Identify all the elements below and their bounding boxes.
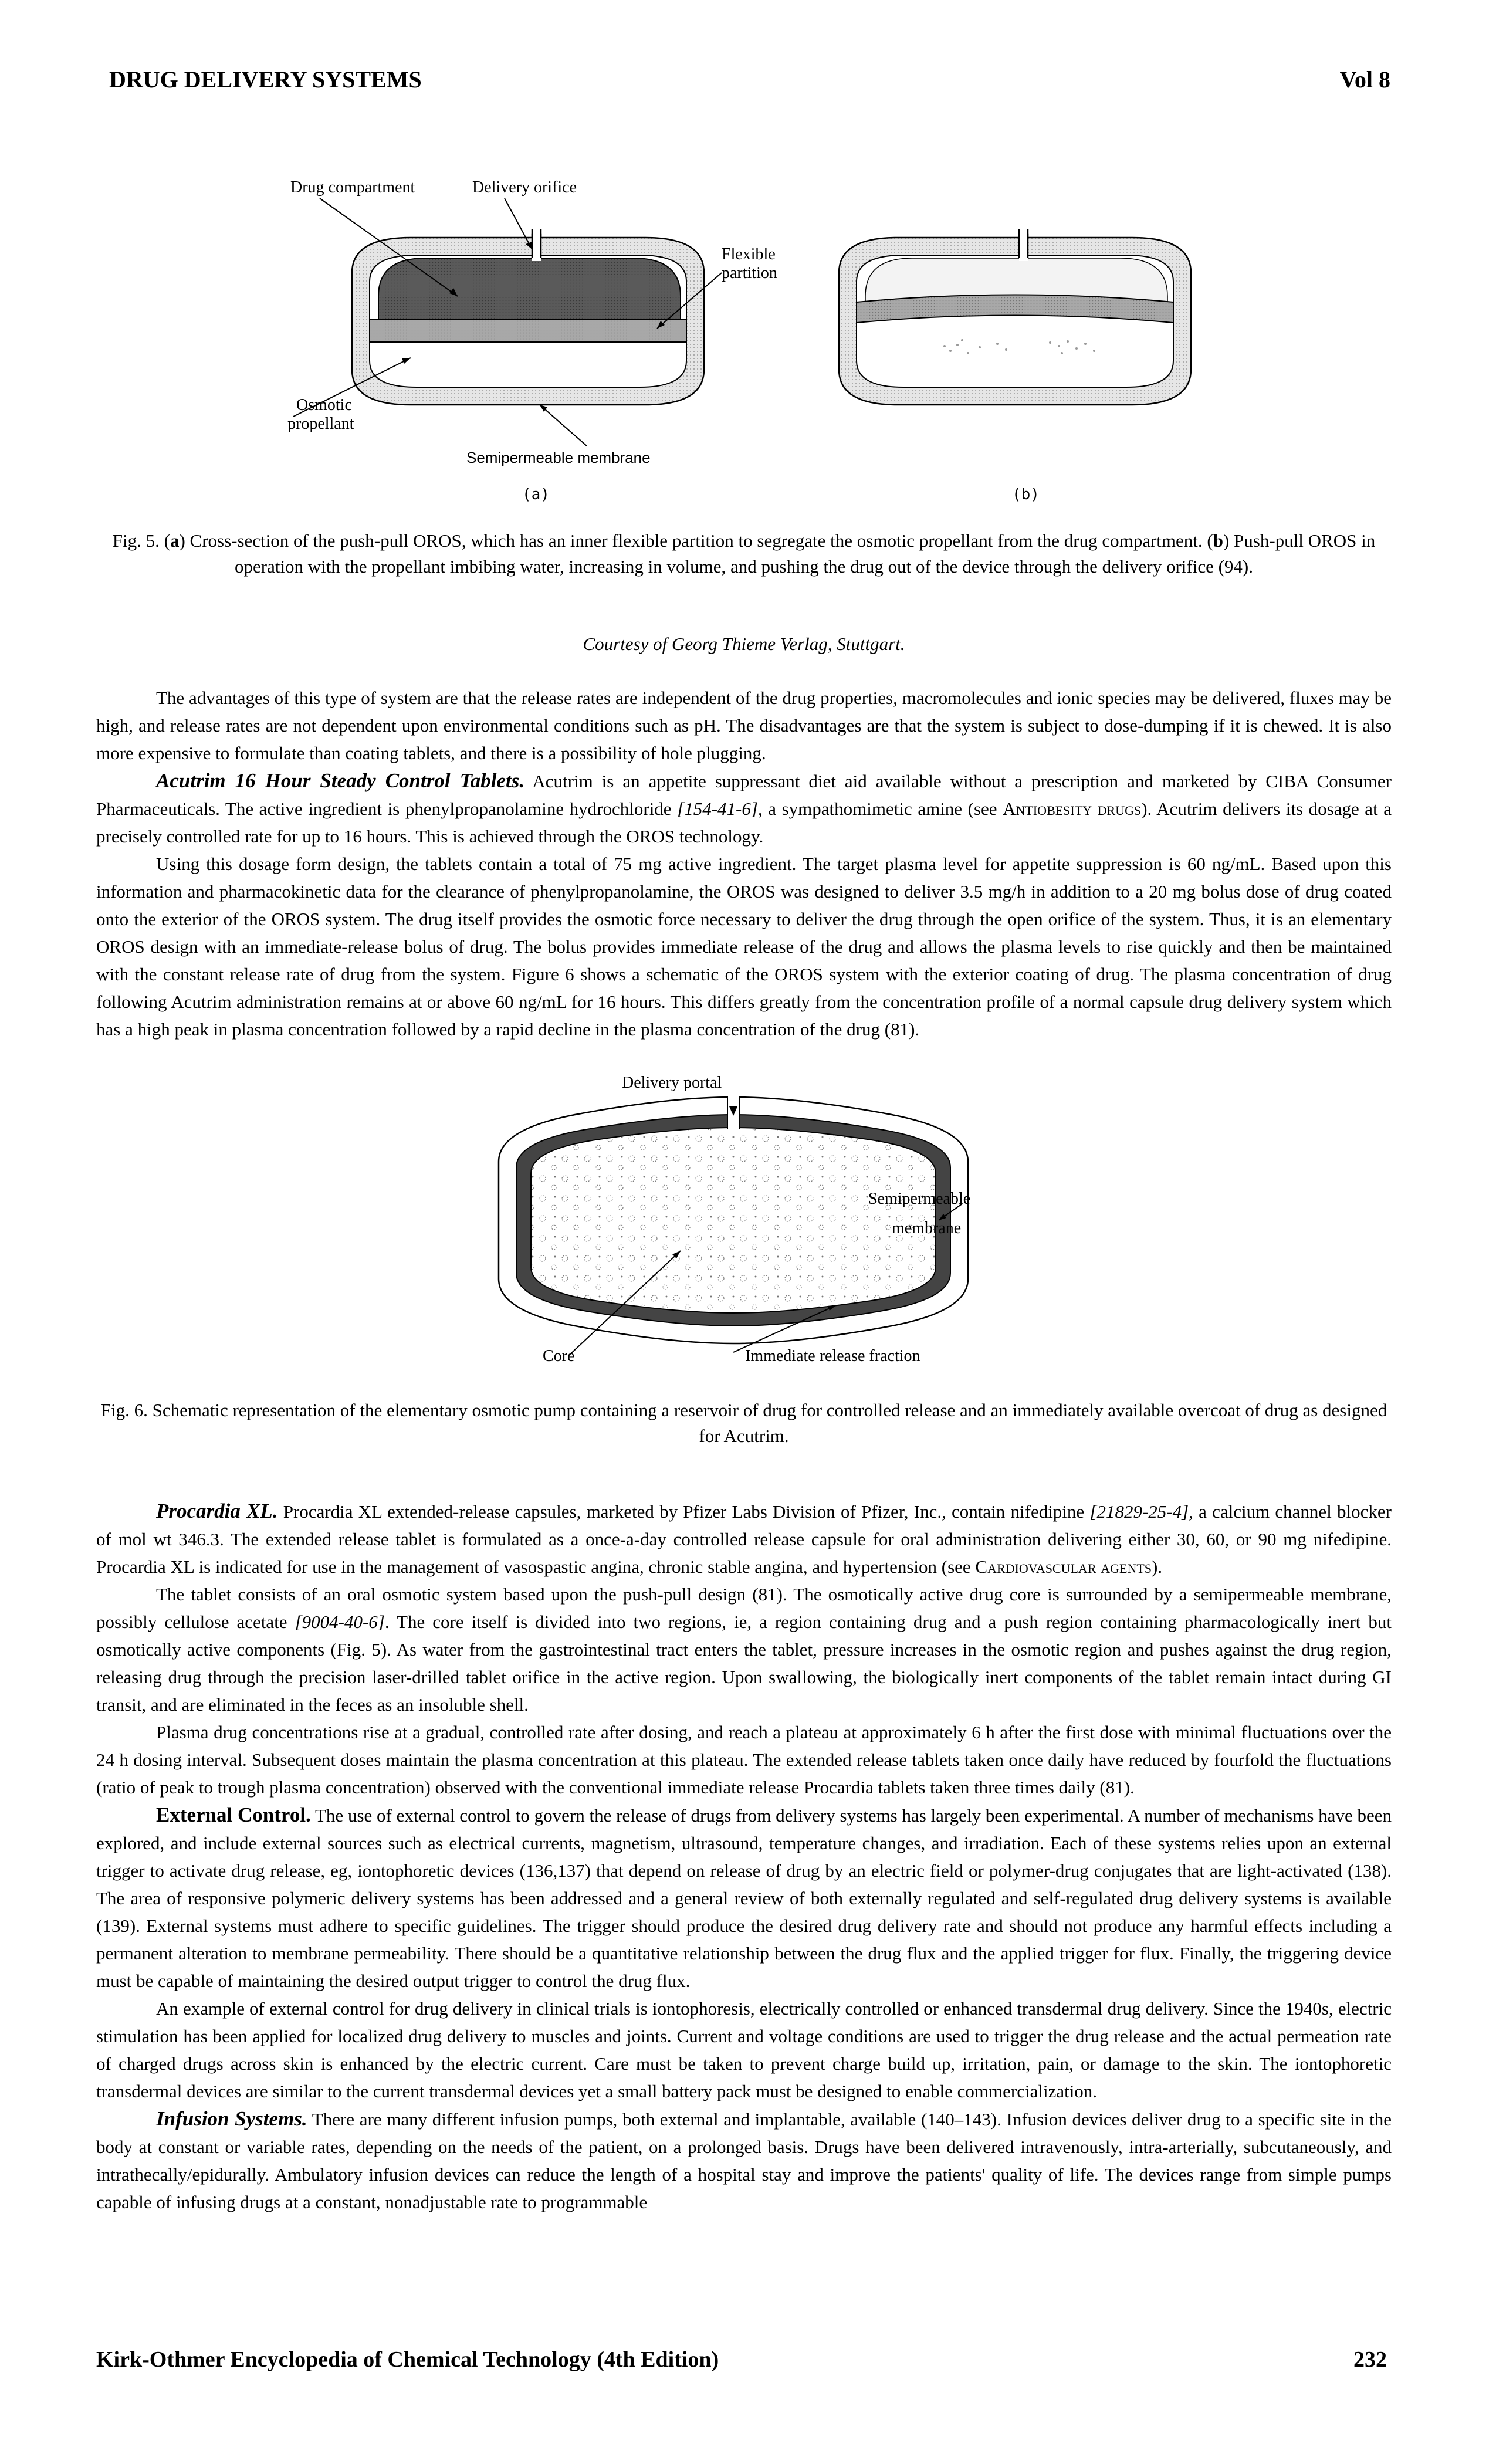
paragraph-procardia: Procardia XL. Procardia XL extended-rele… [96,1497,1392,1580]
acutrim-cas: [154-41-6] [677,798,758,819]
panel-label-a: (a) [522,486,550,503]
label-semipermeable-membrane: Semipermeable membrane [466,449,651,466]
label-flexible-partition-line2: partition [722,264,777,282]
procardia-cas: [21829-25-4] [1089,1501,1189,1522]
label-semipermeable-line1: Semipermeable [868,1190,971,1208]
procardia-text-1: Procardia XL extended-release capsules, … [277,1501,1090,1522]
heading-infusion-systems: Infusion Systems. [156,2107,307,2130]
caption-5-prefix: Fig. 5. ( [112,530,170,551]
paragraph-advantages: The advantages of this type of system ar… [96,688,1392,763]
heading-external-control: External Control. [156,1803,311,1826]
acutrim-text-1: Acutrim is an appetite suppressant diet … [96,771,1392,819]
text-block-1: The advantages of this type of system ar… [96,684,1392,1043]
device-a [351,229,705,406]
heading-procardia: Procardia XL. [156,1500,278,1522]
acutrim-text-2: , a sympathomimetic amine (see [757,798,1003,819]
procardia-tablet-text-1: The tablet consists of an oral osmotic s… [96,1584,1392,1632]
label-osmotic-propellant-line2: propellant [287,415,354,433]
running-head-title: DRUG DELIVERY SYSTEMS [109,66,422,93]
paragraph-acutrim: Acutrim 16 Hour Steady Control Tablets. … [96,767,1392,850]
procardia-text-3: ). [1152,1556,1163,1577]
paragraph-procardia-plasma: Plasma drug concentrations rise at a gra… [96,1722,1392,1798]
figure-5-credit: Courtesy of Georg Thieme Verlag, Stuttga… [583,634,905,654]
figure-5-caption: Fig. 5. (a) Cross-section of the push-pu… [96,528,1392,580]
caption-5-mid: ) Cross-section of the push-pull OROS, w… [179,530,1213,551]
procardia-tablet-text-2: . The core itself is divided into two re… [96,1612,1392,1715]
procardia-see-reference: Cardiovascular agents [975,1556,1152,1577]
acutrim-text-3: ). Acutrim delivers its dosage at a prec… [96,798,1392,847]
running-head-volume: Vol 8 [1339,66,1390,93]
paragraph-iontophoresis: An example of external control for drug … [96,1998,1392,2101]
footer-page-number: 232 [1353,2347,1387,2372]
label-immediate-release-fraction: Immediate release fraction [745,1347,920,1365]
device-b [838,229,1192,406]
figure-5-drawing [293,198,1192,446]
figure-6: Delivery portal Semipermeable membrane C… [493,1074,974,1379]
figure-6-caption: Fig. 6. Schematic representation of the … [100,1400,1387,1446]
caption-5-b: b [1213,530,1223,551]
paragraph-infusion: Infusion Systems. There are many differe… [96,2105,1392,2216]
label-delivery-portal: Delivery portal [622,1074,722,1092]
label-drug-compartment: Drug compartment [290,178,415,197]
text-block-2: Procardia XL. Procardia XL extended-rele… [96,1497,1392,2216]
paragraph-procardia-tablet: The tablet consists of an oral osmotic s… [96,1580,1392,1718]
panel-label-b: (b) [1012,486,1040,503]
heading-acutrim: Acutrim 16 Hour Steady Control Tablets. [156,769,525,792]
label-core: Core [543,1347,575,1365]
procardia-tablet-cas: [9004-40-6] [295,1612,385,1632]
label-semipermeable-line2: membrane [892,1219,962,1237]
figure-5: Drug compartment Delivery orifice Flexib… [270,170,1209,510]
paragraph-external-control: External Control. The use of external co… [96,1801,1392,1995]
external-control-text: The use of external control to govern th… [96,1805,1392,1991]
procardia-text-2: , a calcium channel blocker of mol wt 34… [96,1501,1392,1577]
label-delivery-orifice: Delivery orifice [472,178,577,197]
caption-5-end: ) Push-pull OROS in operation with the p… [234,530,1376,577]
figure-6-drawing [497,1094,969,1356]
label-flexible-partition-line1: Flexible [722,245,776,263]
label-osmotic-propellant-line1: Osmotic [296,396,352,414]
infusion-text: There are many different infusion pumps,… [96,2109,1392,2212]
caption-5-a: a [170,530,180,551]
paragraph-acutrim-dosage: Using this dosage form design, the table… [96,854,1392,1040]
acutrim-see-reference: Antiobesity drugs [1003,798,1142,819]
footer-source: Kirk-Othmer Encyclopedia of Chemical Tec… [96,2347,719,2372]
